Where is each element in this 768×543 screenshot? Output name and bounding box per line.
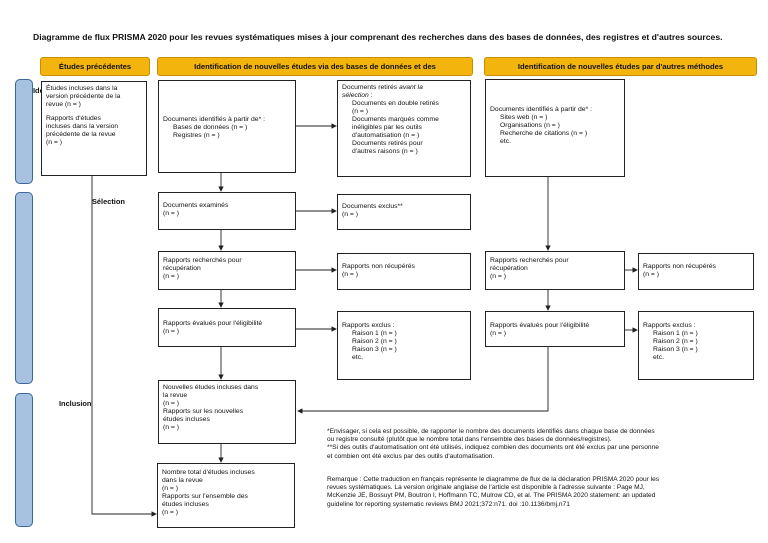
arrow-other-to-new-included [297,347,549,414]
box-db-not-retrieved: Rapports non récupérés (n = ) [337,253,471,290]
header-previous-studies: Études précédentes [40,57,150,76]
header-other-methods: Identification de nouvelles études par d… [484,57,757,76]
box-other-assessed: Rapports évalués pour l'éligibilité (n =… [485,311,625,347]
box-db-assessed: Rapports évalués pour l'éligibilité (n =… [158,308,296,347]
box-other-sought: Rapports recherchés pour récupération (n… [485,251,625,290]
box-total-included: Nombre total d'études incluses dans la r… [157,463,295,528]
box-other-reports-excluded: Rapports exclus : Raison 1 (n = ) Raison… [638,311,754,380]
box-previous-studies: Études incluses dans la version précéden… [41,81,147,176]
translation-remark: Remarque : Cette traduction en français … [327,476,660,508]
box-other-not-retrieved: Rapports non récupérés (n = ) [638,253,754,290]
arrow-previous-to-total [91,176,157,517]
box-db-sought: Rapports recherchés pour récupération (n… [158,251,296,290]
sidebar-inclusion [15,393,33,527]
sidebar-selection [15,192,33,384]
box-db-identified: Documents identifiés à partir de* : Base… [158,80,296,173]
header-databases: Identification de nouvelles études via d… [157,57,473,76]
box-db-reports-excluded: Rapports exclus : Raison 1 (n = ) Raison… [337,311,471,380]
stage-selection: Sélection [92,197,125,206]
box-db-screened: Documents examinés (n = ) [158,192,296,230]
box-db-excluded: Documents exclus** (n = ) [337,194,471,230]
box-db-removed: Documents retirés avant la sélection : D… [337,80,471,177]
footnotes: *Envisager, si cela est possible, de rap… [327,428,659,460]
sidebar-identification [15,79,33,184]
diagram-title: Diagramme de flux PRISMA 2020 pour les r… [33,32,723,42]
box-new-included: Nouvelles études incluses dans la revue … [158,380,296,444]
stage-inclusion: Inclusion [59,399,92,408]
box-other-identified: Documents identifiés à partir de* : Site… [485,79,625,177]
